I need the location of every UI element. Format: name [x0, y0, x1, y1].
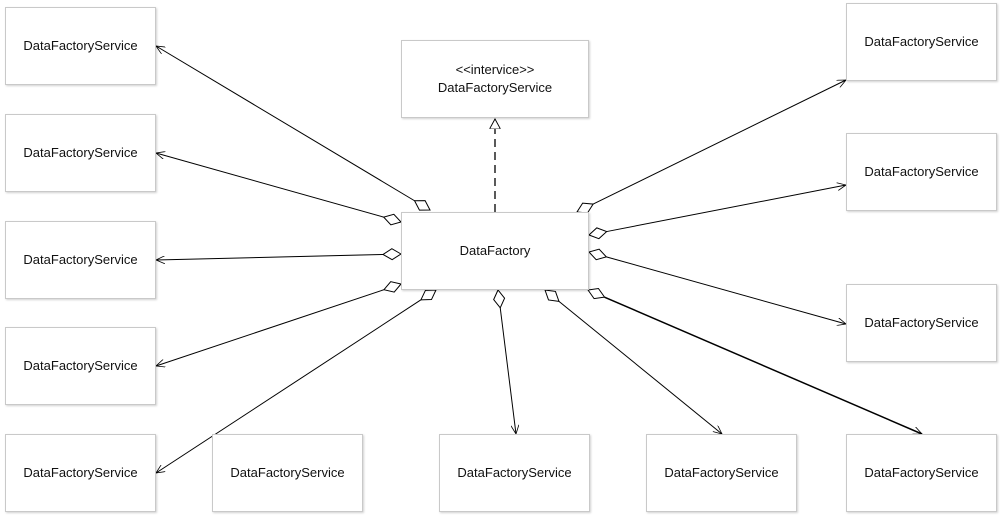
service-name: DataFactoryService [23, 358, 138, 373]
aggregation-diamond [544, 289, 560, 302]
service-name: DataFactoryService [864, 315, 979, 330]
aggregation-edge [499, 307, 516, 434]
aggregation-diamond [588, 227, 608, 240]
service-box[interactable]: DataFactoryService [5, 221, 156, 299]
aggregation-edge [606, 185, 846, 233]
service-box[interactable]: DataFactoryService [846, 434, 997, 512]
service-box[interactable]: DataFactoryService [5, 114, 156, 192]
aggregation-edge [156, 253, 384, 260]
aggregation-diamond [588, 248, 608, 261]
aggregation-diamond [382, 213, 402, 226]
aggregation-edge [606, 256, 846, 324]
aggregation-edge [592, 79, 846, 205]
aggregation-edge [604, 296, 922, 435]
aggregation-edge [156, 289, 385, 366]
service-box[interactable]: DataFactoryService [846, 133, 997, 211]
service-box[interactable]: DataFactoryService [846, 3, 997, 81]
service-box[interactable]: DataFactoryService [212, 434, 363, 512]
interface-stereotype: <<intervice>> [455, 62, 535, 77]
service-box[interactable]: DataFactoryService [5, 434, 156, 512]
service-box[interactable]: DataFactoryService [846, 284, 997, 362]
interface-box[interactable]: <<intervice>> DataFactoryService [401, 40, 589, 118]
service-name: DataFactoryService [864, 34, 979, 49]
center-name: DataFactory [459, 243, 531, 258]
service-name: DataFactoryService [23, 145, 138, 160]
aggregation-diamond [413, 200, 431, 211]
service-box[interactable]: DataFactoryService [5, 327, 156, 405]
service-box[interactable]: DataFactoryService [439, 434, 590, 512]
aggregation-edge [558, 300, 722, 434]
aggregation-diamond [383, 281, 402, 293]
service-name: DataFactoryService [230, 465, 345, 480]
aggregation-diamond [382, 248, 402, 261]
service-name: DataFactoryService [23, 252, 138, 267]
service-name: DataFactoryService [23, 38, 138, 53]
service-name: DataFactoryService [864, 164, 979, 179]
aggregation-diamond [420, 289, 437, 301]
service-name: DataFactoryService [457, 465, 572, 480]
service-box[interactable]: DataFactoryService [646, 434, 797, 512]
aggregation-diamond [493, 289, 506, 309]
service-box[interactable]: DataFactoryService [5, 7, 156, 85]
aggregation-edge [156, 153, 384, 218]
datafactory-box[interactable]: DataFactory [401, 212, 589, 290]
interface-name: DataFactoryService [437, 80, 553, 95]
service-name: DataFactoryService [664, 465, 779, 480]
aggregation-diamond [587, 287, 606, 300]
service-name: DataFactoryService [864, 465, 979, 480]
service-name: DataFactoryService [23, 465, 138, 480]
aggregation-edge [156, 46, 415, 202]
aggregation-edge [156, 299, 422, 473]
